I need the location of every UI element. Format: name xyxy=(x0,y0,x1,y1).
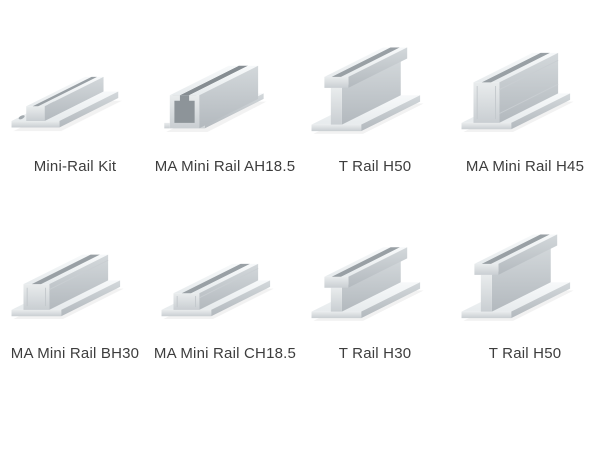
product-label: T Rail H30 xyxy=(338,345,412,362)
product-card[interactable]: Mini-Rail Kit xyxy=(0,46,150,175)
c-channel-rail-icon xyxy=(156,46,294,150)
flange-rail-h45-icon xyxy=(456,46,594,150)
product-card[interactable]: MA Mini Rail CH18.5 xyxy=(150,233,300,362)
t-rail-h30-icon xyxy=(306,233,444,337)
product-card[interactable]: MA Mini Rail AH18.5 xyxy=(150,46,300,175)
product-card[interactable]: MA Mini Rail H45 xyxy=(450,46,600,175)
product-label: MA Mini Rail BH30 xyxy=(10,345,140,362)
flange-rail-h30-icon xyxy=(6,233,144,337)
product-label: T Rail H50 xyxy=(338,158,412,175)
product-card[interactable]: T Rail H30 xyxy=(300,233,450,362)
t-rail-h50-icon xyxy=(456,233,594,337)
product-card[interactable]: T Rail H50 xyxy=(300,46,450,175)
product-label: T Rail H50 xyxy=(488,345,562,362)
product-label: MA Mini Rail H45 xyxy=(465,158,585,175)
product-label: MA Mini Rail AH18.5 xyxy=(154,158,296,175)
product-card[interactable]: T Rail H50 xyxy=(450,233,600,362)
product-label: Mini-Rail Kit xyxy=(33,158,117,175)
mini-rail-kit-icon xyxy=(6,46,144,150)
product-card[interactable]: MA Mini Rail BH30 xyxy=(0,233,150,362)
product-label: MA Mini Rail CH18.5 xyxy=(153,345,297,362)
t-rail-h50-icon xyxy=(306,46,444,150)
product-grid: Mini-Rail Kit MA Mini Rail AH18.5 T Rail… xyxy=(0,0,600,362)
flange-rail-h18-icon xyxy=(156,233,294,337)
